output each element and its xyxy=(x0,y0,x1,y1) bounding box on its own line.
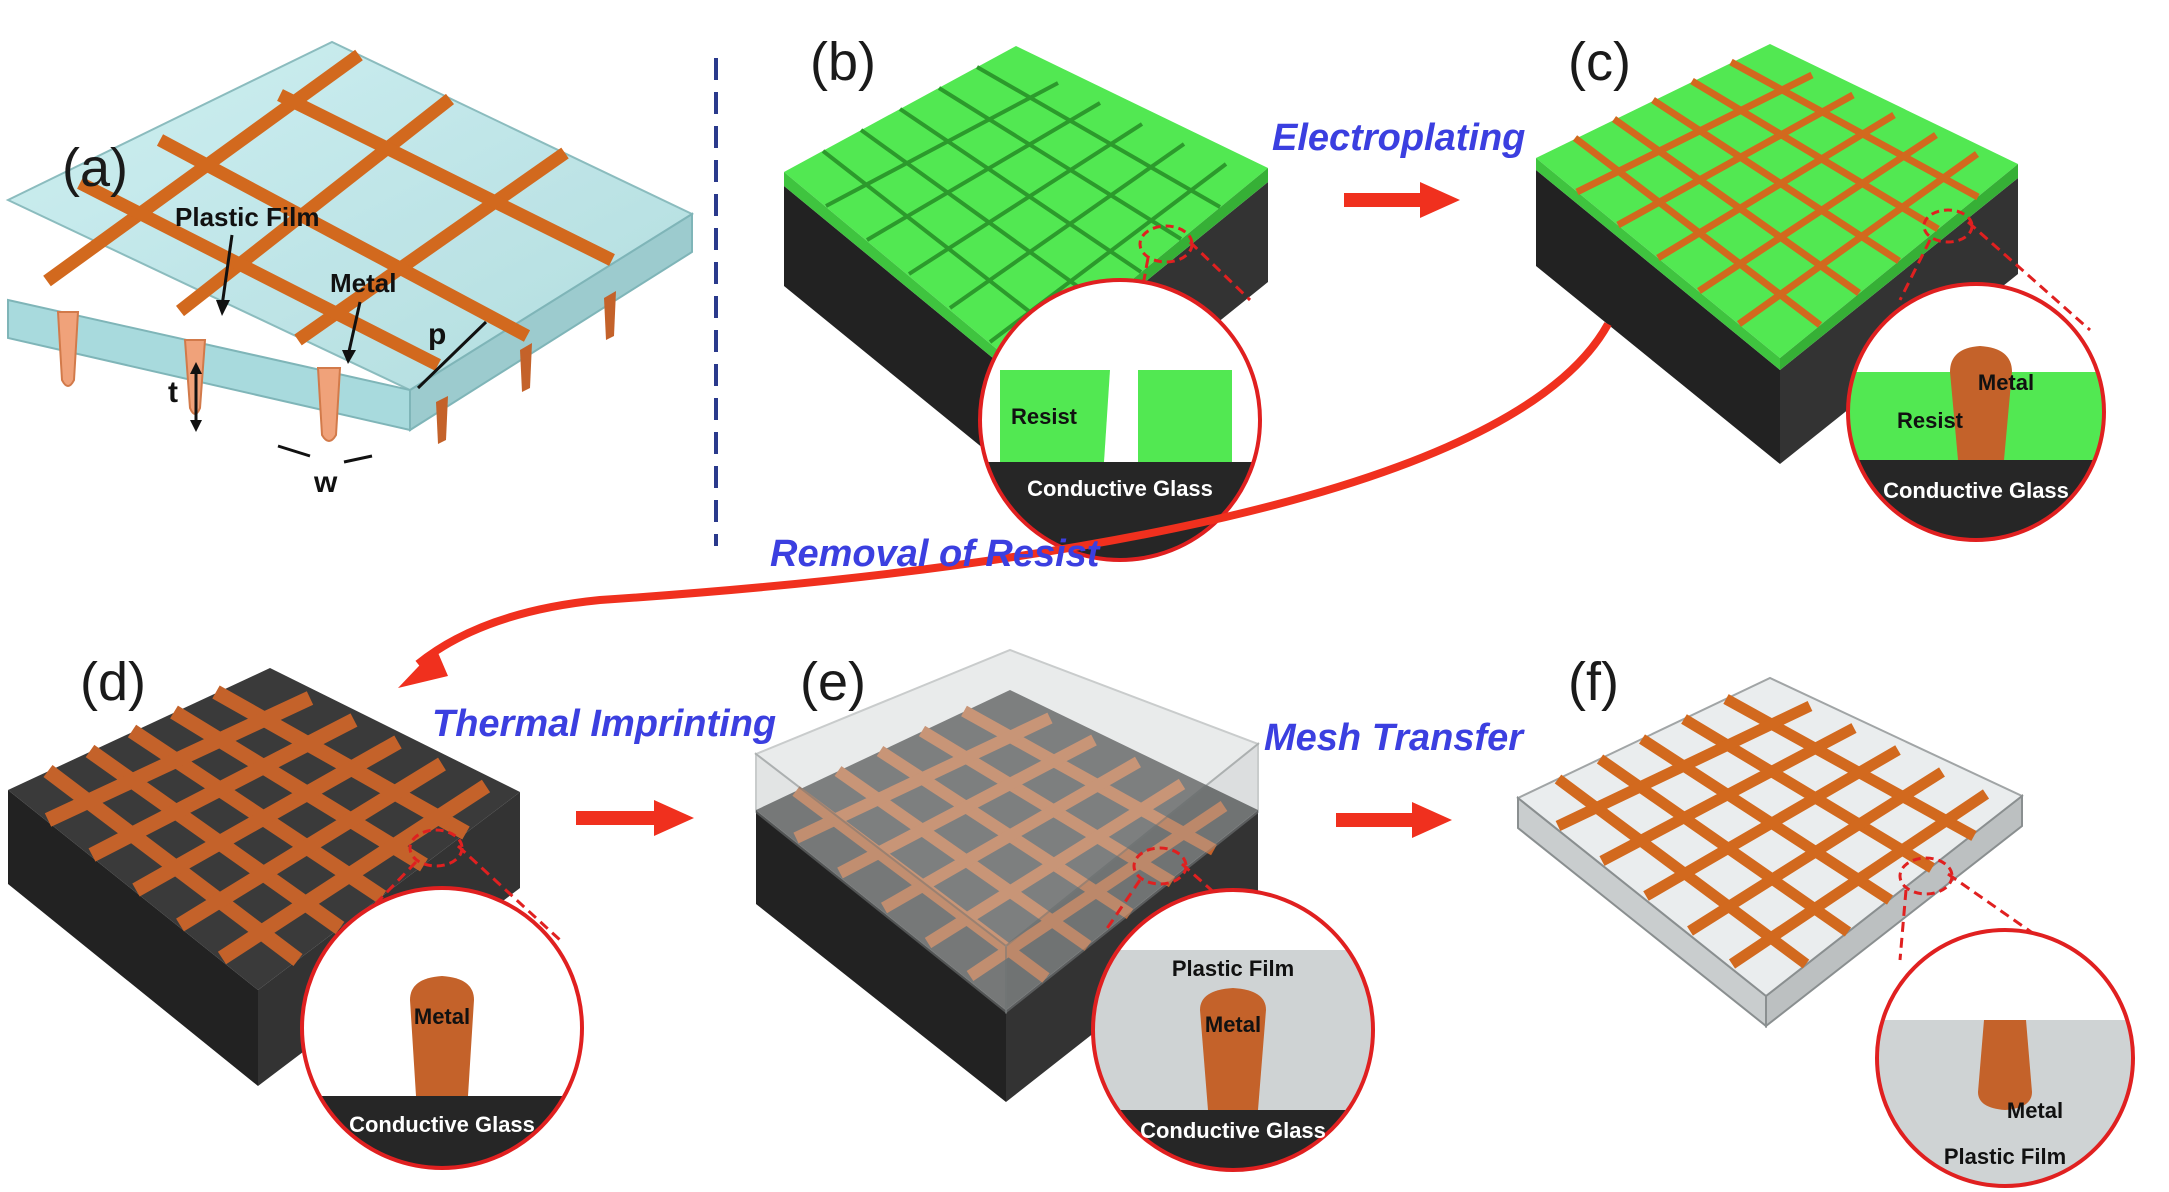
zoom-line-e1 xyxy=(1104,879,1142,931)
dimension-w-left xyxy=(277,444,311,458)
substrate-left-c xyxy=(1536,170,1780,464)
arrowhead-c-to-d xyxy=(398,648,448,688)
wire-sections-right-a xyxy=(436,291,616,444)
inset-e-glass: Conductive Glass xyxy=(1140,1118,1326,1143)
dimension-p xyxy=(416,320,488,390)
inset-circle-f xyxy=(1875,928,2135,1188)
inset-c xyxy=(1848,284,2104,540)
panel-label-b: (b) xyxy=(810,32,876,92)
inset-f-metal: Metal xyxy=(2007,1098,2063,1123)
resist-top-b xyxy=(784,46,1268,370)
metal-grid-d xyxy=(43,685,491,966)
film-top-e xyxy=(754,648,1260,948)
inset-circle-d xyxy=(300,886,584,1170)
arrow-b-to-c xyxy=(1344,182,1460,218)
panel-label-a: (a) xyxy=(62,138,128,198)
zoom-line-d2 xyxy=(456,844,562,942)
label-t: t xyxy=(168,376,178,409)
dimension-w-right xyxy=(343,454,373,464)
inset-d-metal: Metal xyxy=(414,1004,470,1029)
arrowhead-metal-a xyxy=(342,350,356,364)
step-transfer: Mesh Transfer xyxy=(1264,717,1525,759)
panel-d: Metal Conductive Glass (d) xyxy=(8,652,584,1170)
step-removal: Removal of Resist xyxy=(770,533,1101,575)
panel-f: Metal Plastic Film (f) xyxy=(1516,652,2135,1188)
panel-label-d: (d) xyxy=(80,652,146,712)
film-left-e xyxy=(755,751,1007,1015)
inset-f-film: Plastic Film xyxy=(1944,1144,2066,1169)
inset-e-metal: Metal xyxy=(1205,1012,1261,1037)
label-p: p xyxy=(428,318,446,351)
step-electroplating: Electroplating xyxy=(1272,117,1525,159)
film-top-face xyxy=(5,40,695,392)
panel-label-f: (f) xyxy=(1568,652,1619,712)
resist-edge-right-c xyxy=(1780,164,2018,370)
film-right-e xyxy=(1005,741,1259,1015)
arrow-plastic-film-a xyxy=(220,234,234,307)
arrowhead-t-bottom xyxy=(190,420,202,432)
zoom-line-b2 xyxy=(1188,240,1252,302)
label-plastic-film-a: Plastic Film xyxy=(175,202,320,232)
inset-e xyxy=(1093,890,1373,1170)
arrow-e-to-f xyxy=(1336,802,1452,838)
inset-c-metal: Metal xyxy=(1978,370,2034,395)
arrowhead-plastic-film-a xyxy=(216,300,230,316)
panel-label-e: (e) xyxy=(800,652,866,712)
step-thermal: Thermal Imprinting xyxy=(432,703,776,745)
panel-label-c: (c) xyxy=(1568,32,1631,92)
metal-grid-a xyxy=(43,49,615,371)
zoom-line-c1 xyxy=(1898,239,1932,301)
metal-grid-f xyxy=(1554,694,1990,969)
metal-grid-c xyxy=(1572,58,1980,328)
panel-e: Plastic Film Metal Conductive Glass (e) xyxy=(754,648,1375,1172)
inset-e-film: Plastic Film xyxy=(1172,956,1294,981)
inset-b-resist: Resist xyxy=(1011,404,1078,429)
inset-c-resist: Resist xyxy=(1897,408,1964,433)
arrow-d-to-e xyxy=(576,800,694,836)
substrate-left-b xyxy=(784,186,1022,480)
resist-edge-left-b xyxy=(784,172,1022,382)
inset-c-glass: Conductive Glass xyxy=(1883,478,2069,503)
arrowhead-t-top xyxy=(190,362,202,374)
label-metal-a: Metal xyxy=(330,268,396,298)
resist-edge-left-c xyxy=(1536,158,1780,370)
inset-b-glass: Conductive Glass xyxy=(1027,476,1213,501)
zoom-line-f1 xyxy=(1898,889,1908,961)
resist-top-c xyxy=(1536,44,2018,358)
panel-a: (a) Plastic Film Metal p t w xyxy=(5,40,695,499)
inset-d-glass: Conductive Glass xyxy=(349,1112,535,1137)
panel-c: Metal Resist Conductive Glass (c) xyxy=(1536,32,2106,542)
substrate-left-d xyxy=(8,790,258,1086)
metal-grid-e xyxy=(792,705,1228,983)
inset-circle-c xyxy=(1846,282,2106,542)
label-w: w xyxy=(313,466,338,499)
substrate-left-e xyxy=(756,810,1006,1102)
zoom-line-c2 xyxy=(1967,220,2091,332)
arrow-c-to-d xyxy=(415,322,1612,668)
inset-circle-b xyxy=(978,278,1262,562)
panel-b: Resist Conductive Glass (b) xyxy=(784,32,1268,562)
arrow-metal-a xyxy=(346,301,362,357)
inset-circle-e xyxy=(1091,888,1375,1172)
